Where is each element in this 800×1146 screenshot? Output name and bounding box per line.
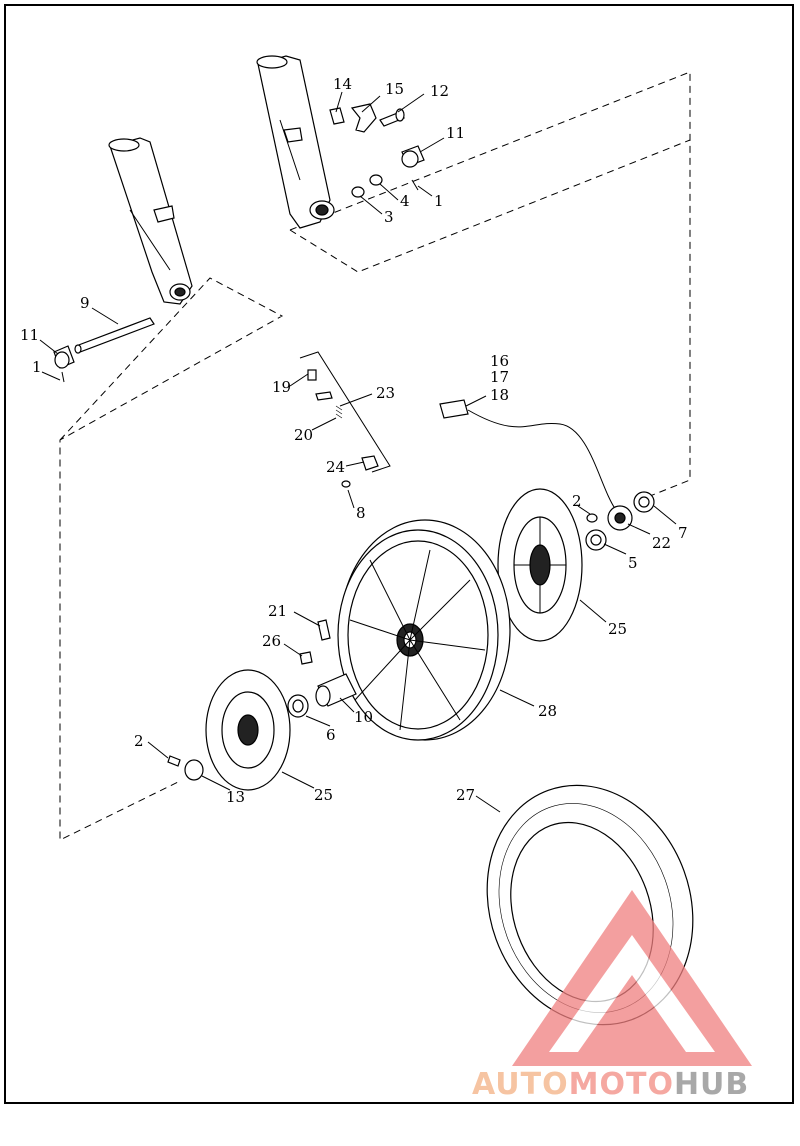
nut-4 [369,174,383,186]
cap-13 [184,759,204,781]
callout-16: 16 [490,352,509,370]
callout-27: 27 [456,786,475,804]
pin-19 [307,369,317,381]
right-fork-slider [256,55,335,229]
callout-12: 12 [430,82,449,100]
callout-28: 28 [538,702,557,720]
spacer-7 [633,491,655,513]
callout-20: 20 [294,426,313,444]
bolt-2-right [586,513,598,523]
bracket-15 [350,103,377,133]
callout-6: 6 [326,726,336,744]
callout-8: 8 [356,504,366,522]
upper-assembly-dashed-outline [289,71,691,501]
fitting-24 [361,455,379,471]
watermark-hub: HUB [674,1067,749,1102]
callout-15: 15 [385,80,404,98]
callout-17: 17 [490,368,509,386]
callout-21: 21 [268,602,287,620]
callout-26: 26 [262,632,281,650]
screw-1-lower [61,371,65,383]
callout-25-right: 25 [608,620,627,638]
sensor-ring-22 [607,505,633,531]
upper-assembly-dashed-bottom [289,139,691,273]
callout-1-upper: 1 [434,192,444,210]
callout-5: 5 [628,554,638,572]
callout-23: 23 [376,384,395,402]
watermark-moto: MOTO [569,1067,674,1102]
spacer-10 [315,673,357,707]
callout-18: 18 [490,386,509,404]
callout-2-right: 2 [572,492,582,510]
bearing-5 [585,529,607,551]
washer-3 [351,186,365,198]
cast-wheel [337,519,511,741]
automotohub-watermark: AUTOMOTOHUB [472,890,752,1102]
callout-22: 22 [652,534,671,552]
pin-20 [315,391,343,419]
valve-26 [299,651,313,665]
callout-labels: 14 15 12 11 4 1 3 9 11 1 16 17 18 19 23 … [20,75,688,806]
balance-weight-21 [317,619,331,641]
bolt-2-left [167,755,181,767]
callout-9: 9 [80,294,90,312]
brake-disc-right [497,488,583,642]
left-assembly-dashed-outline [59,277,284,841]
callout-4: 4 [400,192,410,210]
callout-11-lower: 11 [20,326,39,344]
washer-8 [341,480,351,488]
callout-25-left: 25 [314,786,333,804]
callout-7: 7 [678,524,688,542]
group-bracket-23 [299,351,391,473]
callout-11-upper: 11 [446,124,465,142]
spacer-11-upper [401,145,425,168]
wheel-speed-sensor-cable [439,399,617,511]
spacer-11-lower [53,345,75,369]
callout-24: 24 [326,458,345,476]
callout-10: 10 [354,708,373,726]
callout-2-left: 2 [134,732,144,750]
axle-9 [74,317,155,354]
left-fork-slider [108,137,193,305]
callout-19: 19 [272,378,291,396]
callout-13: 13 [226,788,245,806]
watermark-auto: AUTO [472,1067,569,1102]
bolt-12 [379,108,405,127]
leader-lines [39,91,677,813]
callout-3: 3 [384,208,394,226]
watermark-triangle-core [578,975,686,1052]
brake-disc-left [205,669,291,791]
bearing-6 [287,694,309,718]
callout-1-lower: 1 [32,358,42,376]
callout-14: 14 [333,75,352,93]
screw-1-upper [411,179,419,191]
watermark-text: AUTOMOTOHUB [472,1067,749,1102]
